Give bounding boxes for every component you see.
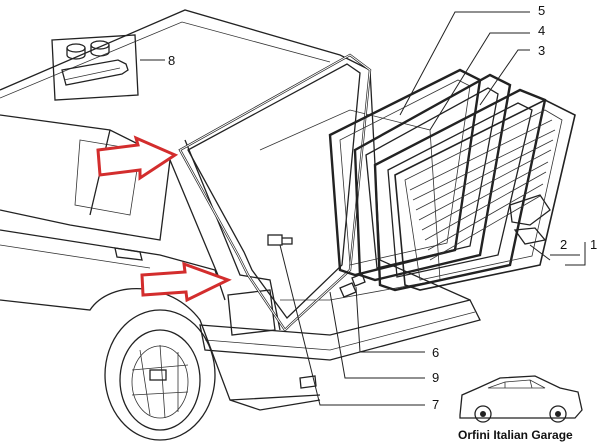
retaining-clips <box>339 273 366 298</box>
car-body <box>0 9 481 411</box>
window-opening-seal <box>178 53 372 332</box>
brand-caption: Orfini Italian Garage <box>458 428 573 442</box>
leader-lines <box>140 11 586 406</box>
rear-wheel <box>104 309 216 441</box>
sealant-kit-inset <box>51 34 139 101</box>
sealant-tube-icon <box>61 59 129 86</box>
callout-5: 5 <box>538 3 546 18</box>
callout-9: 9 <box>432 370 440 385</box>
callout-6: 6 <box>432 345 440 360</box>
callout-7: 7 <box>432 397 440 412</box>
callout-2: 2 <box>560 237 568 252</box>
callout-3: 3 <box>538 43 546 58</box>
rear-hatch-glass <box>394 99 576 291</box>
callout-8: 8 <box>168 53 176 68</box>
callout-4: 4 <box>538 23 546 38</box>
clip-cap-icon <box>66 40 110 60</box>
red-pointer-arrow <box>140 261 232 303</box>
mounting-bolt <box>267 234 293 246</box>
callout-1: 1 <box>590 237 598 252</box>
glass-seal-inner <box>373 88 547 292</box>
car-silhouette-icon <box>459 375 583 423</box>
red-pointer-arrow <box>96 135 179 181</box>
